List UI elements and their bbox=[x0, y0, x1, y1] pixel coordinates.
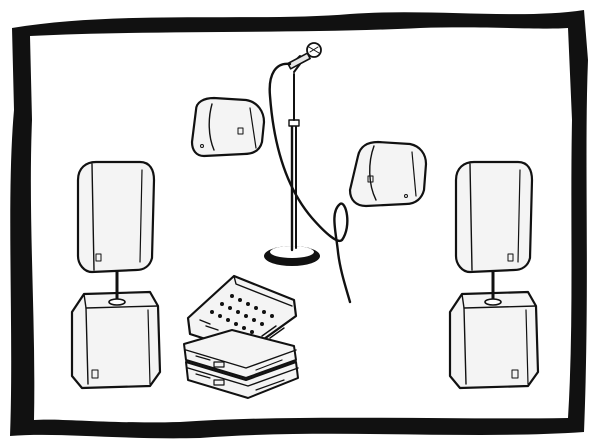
speaker-right-sub bbox=[450, 292, 538, 388]
monitor-wedge-left bbox=[192, 98, 264, 156]
monitor-wedge-right bbox=[350, 142, 426, 206]
speaker-right-top bbox=[456, 162, 532, 272]
speaker-left-top bbox=[78, 162, 154, 272]
speaker-left-sub bbox=[72, 292, 160, 388]
